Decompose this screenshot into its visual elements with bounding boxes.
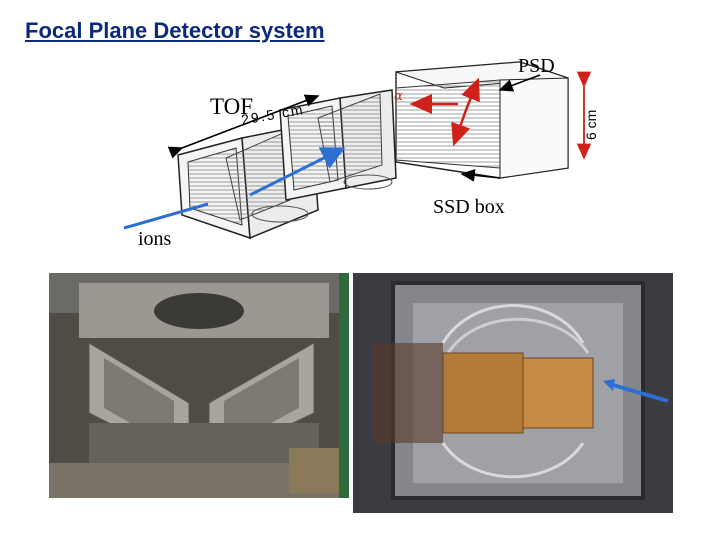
tof-detector-photo: [49, 273, 349, 498]
ions-label: ions: [138, 228, 172, 250]
ssd-pointer-arrow: [460, 168, 501, 182]
psd-label: PSD: [518, 55, 555, 77]
psd-pointer-arrow: [498, 74, 541, 92]
alpha-track-3: [451, 109, 471, 147]
ssd-box: [395, 61, 569, 179]
alpha-label: α: [394, 89, 403, 104]
ion-beam-through: [249, 147, 346, 197]
height-label: 6 cm: [583, 109, 599, 140]
ssd-box-photo: [353, 273, 673, 513]
tof-label: TOF: [210, 94, 254, 119]
slide-title: Focal Plane Detector system: [25, 18, 325, 43]
tof-distance-arrow: [167, 94, 320, 159]
ssd-box-label: SSD box: [433, 196, 505, 218]
detector-schematic: [123, 61, 592, 240]
ion-beam-incoming: [123, 202, 209, 230]
alpha-track-2: [461, 77, 480, 111]
